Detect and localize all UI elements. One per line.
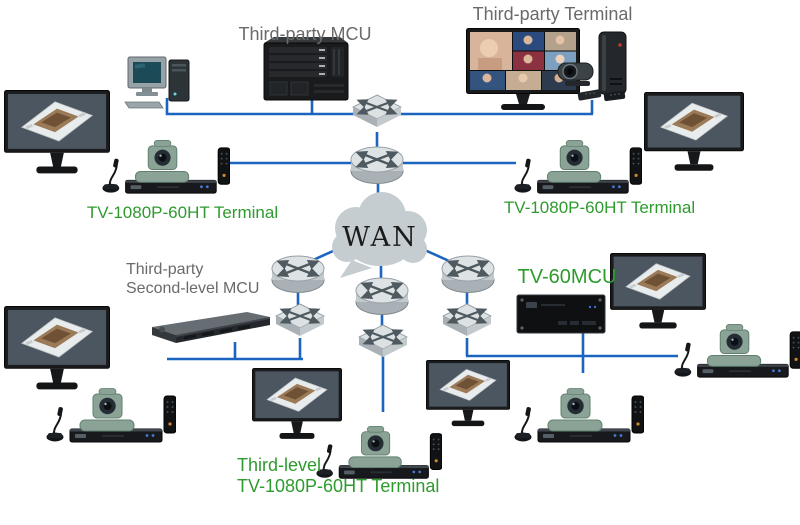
terminal-set (314, 422, 442, 480)
flat-remotes-icon (576, 86, 628, 104)
label-second-level-mcu-line2: Second-level MCU (126, 279, 260, 297)
tower-pc-icon (594, 30, 630, 98)
room-monitor-icon (610, 253, 706, 335)
rack-server-icon (152, 312, 270, 348)
label-third-level-terminal: Third-level TV-1080P-60HT Terminal (237, 455, 457, 497)
label-second-level-mcu-line1: Third-party (126, 261, 204, 278)
label-third-party-mcu: Third-party MCU (238, 24, 372, 44)
label-third-level-line1: Third-level (237, 455, 322, 475)
switch-icon (442, 303, 492, 343)
switch-icon (352, 94, 402, 134)
label-third-party-terminal: Third-party Terminal (472, 4, 633, 24)
switch-icon (358, 324, 408, 364)
wan-label: WAN (342, 222, 418, 253)
terminal-set (672, 320, 800, 379)
tv60mcu-device (516, 294, 606, 334)
router-icon (441, 252, 495, 294)
videoconference-monitor-icon (460, 28, 586, 114)
terminal-set (100, 136, 230, 195)
router-icon (355, 274, 409, 316)
terminal-set (512, 136, 642, 195)
room-monitor-icon (426, 360, 510, 432)
third-party-mcu-device (260, 36, 352, 102)
switch-icon (275, 303, 325, 343)
terminal-set (44, 384, 176, 444)
router-icon (271, 252, 325, 294)
desktop-pc-icon (123, 54, 195, 112)
label-tv60mcu: TV-60MCU (517, 266, 617, 288)
room-monitor-icon (644, 92, 744, 177)
label-second-level-mcu: Third-party Second-level MCU (126, 261, 286, 299)
room-monitor-icon (4, 90, 110, 180)
room-monitor-icon (252, 368, 342, 445)
group-camera-icon (556, 56, 600, 90)
wan-cloud: WAN (318, 190, 440, 290)
label-terminal-right: TV-1080P-60HT Terminal (503, 198, 696, 217)
label-third-level-line2: TV-1080P-60HT Terminal (237, 476, 440, 497)
router-icon (350, 143, 404, 185)
label-terminal-left: TV-1080P-60HT Terminal (86, 203, 279, 222)
terminal-set (512, 384, 644, 444)
room-monitor-icon (4, 306, 110, 396)
